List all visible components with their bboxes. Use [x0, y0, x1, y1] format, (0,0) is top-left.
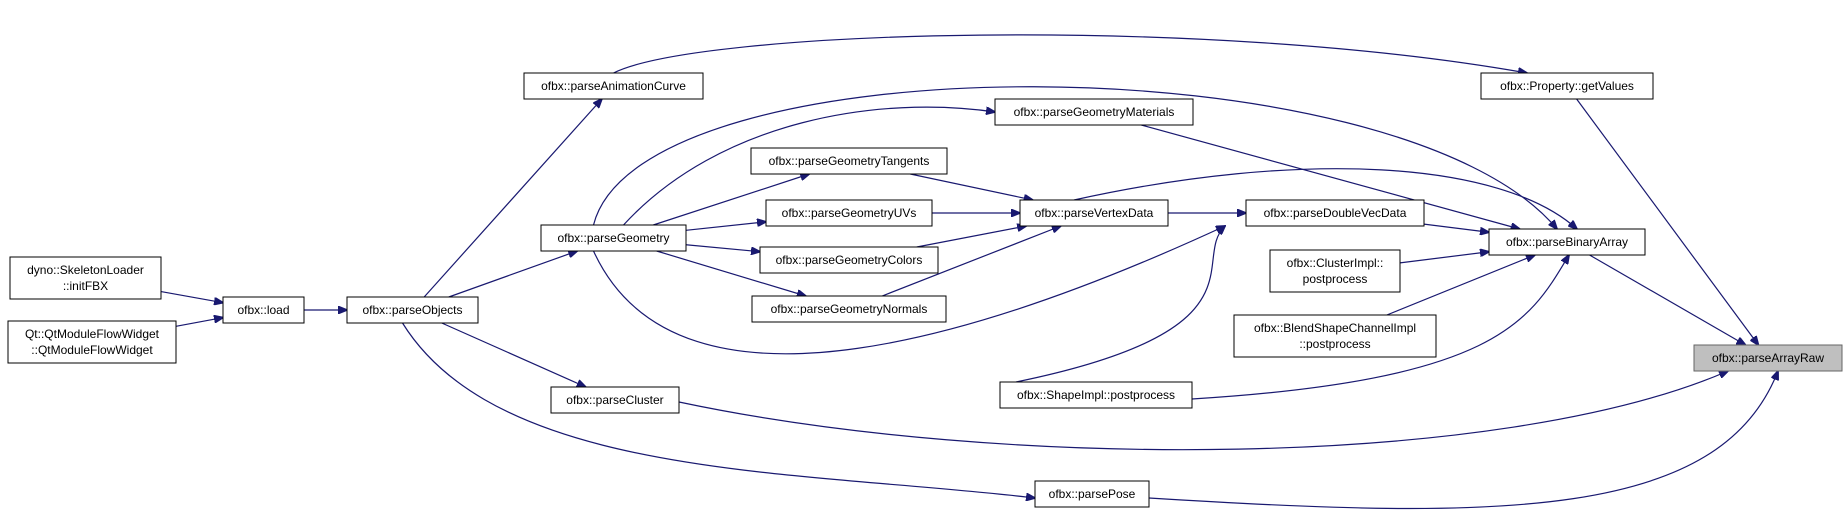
node-load[interactable]: ofbx::load [222, 296, 305, 324]
node-label: dyno::SkeletonLoader [27, 263, 144, 277]
node-box [1269, 249, 1401, 293]
edge-parse-objects-to-parse-pose [401, 322, 1036, 498]
node-parse-geometry-uvs[interactable]: ofbx::parseGeometryUVs [765, 199, 933, 227]
node-box [222, 296, 305, 324]
node-box [7, 320, 177, 364]
node-label: ofbx::BlendShapeChannelImpl [1254, 321, 1416, 335]
node-label: ofbx::Property::getValues [1500, 79, 1634, 93]
node-parse-array-raw[interactable]: ofbx::parseArrayRaw [1693, 344, 1843, 372]
node-box [1245, 199, 1425, 227]
node-label: Qt::QtModuleFlowWidget [25, 327, 160, 341]
node-label: ofbx::parseObjects [362, 303, 462, 317]
edge-parse-binary-array-to-parse-array-raw [1589, 254, 1746, 345]
node-parse-binary-array[interactable]: ofbx::parseBinaryArray [1488, 228, 1646, 256]
edge-parse-objects-to-parse-cluster [441, 322, 586, 387]
node-parse-double-vec-data[interactable]: ofbx::parseDoubleVecData [1245, 199, 1425, 227]
edge-parse-geometry-normals-to-parse-vertex-data [881, 226, 1061, 297]
node-parse-geometry-tangents[interactable]: ofbx::parseGeometryTangents [750, 147, 948, 175]
node-label: ofbx::ShapeImpl::postprocess [1017, 388, 1175, 402]
node-box [751, 295, 947, 323]
node-label: ofbx::parsePose [1049, 487, 1136, 501]
node-label: ofbx::parseGeometryMaterials [1014, 105, 1175, 119]
node-box [540, 224, 687, 252]
edge-parse-pose-to-parse-array-raw [1148, 371, 1778, 510]
node-label: ::postprocess [1299, 337, 1370, 351]
node-box [994, 98, 1194, 126]
node-box [750, 147, 948, 175]
edge-parse-vertex-data-to-parse-binary-array [1073, 168, 1577, 229]
node-box [1488, 228, 1646, 256]
node-parse-cluster[interactable]: ofbx::parseCluster [550, 386, 680, 414]
node-box [1019, 199, 1169, 227]
edge-parse-cluster-to-parse-array-raw [678, 371, 1728, 451]
node-box [523, 72, 704, 100]
node-parse-geometry[interactable]: ofbx::parseGeometry [540, 224, 687, 252]
edge-parse-double-vec-data-to-parse-binary-array [1423, 223, 1489, 232]
node-box [9, 256, 162, 300]
node-label: ofbx::parseGeometryColors [776, 253, 923, 267]
node-skeleton-loader[interactable]: dyno::SkeletonLoader::initFBX [9, 256, 162, 300]
node-cluster-post[interactable]: ofbx::ClusterImpl::postprocess [1269, 249, 1401, 293]
edge-parse-geometry-tangents-to-parse-vertex-data [910, 173, 1033, 200]
edge-qt-module-to-load [175, 318, 223, 327]
edge-parse-geometry-to-parse-geometry-colors [685, 244, 760, 252]
node-box [346, 296, 479, 324]
node-parse-animation-curve[interactable]: ofbx::parseAnimationCurve [523, 72, 704, 100]
node-parse-geometry-colors[interactable]: ofbx::parseGeometryColors [759, 246, 939, 274]
edge-parse-geometry-to-parse-geometry-materials [623, 106, 996, 226]
edge-parse-geometry-to-parse-geometry-normals [656, 250, 806, 296]
node-parse-objects[interactable]: ofbx::parseObjects [346, 296, 479, 324]
node-label: ::QtModuleFlowWidget [31, 343, 153, 357]
edge-parse-geometry-to-parse-double-vec-data [592, 226, 1226, 355]
edge-cluster-post-to-parse-binary-array [1399, 252, 1489, 264]
node-parse-geometry-normals[interactable]: ofbx::parseGeometryNormals [751, 295, 947, 323]
node-get-values[interactable]: ofbx::Property::getValues [1480, 72, 1654, 100]
node-label: ofbx::parseGeometryUVs [782, 206, 917, 220]
node-parse-pose[interactable]: ofbx::parsePose [1034, 480, 1150, 508]
node-box [999, 381, 1193, 409]
node-box [550, 386, 680, 414]
edge-parse-geometry-to-parse-geometry-uvs [685, 222, 766, 231]
edge-parse-geometry-to-parse-binary-array [592, 86, 1558, 229]
edge-parse-objects-to-parse-geometry [448, 251, 577, 298]
node-label: ofbx::parseAnimationCurve [541, 79, 686, 93]
node-label: ofbx::parseVertexData [1035, 206, 1154, 220]
node-box [1480, 72, 1654, 100]
edge-blend-post-to-parse-binary-array [1386, 255, 1535, 316]
node-label: ofbx::parseBinaryArray [1506, 235, 1628, 249]
node-box [759, 246, 939, 274]
node-box [1034, 480, 1150, 508]
node-label: ofbx::parseArrayRaw [1712, 351, 1824, 365]
node-shape-post[interactable]: ofbx::ShapeImpl::postprocess [999, 381, 1193, 409]
node-parse-vertex-data[interactable]: ofbx::parseVertexData [1019, 199, 1169, 227]
node-box [1233, 314, 1437, 358]
edge-parse-geometry-materials-to-parse-binary-array [1141, 124, 1519, 229]
edge-parse-animation-curve-to-get-values [613, 34, 1528, 73]
node-label: ofbx::parseGeometryTangents [769, 154, 930, 168]
edge-parse-objects-to-parse-animation-curve [423, 99, 602, 298]
edge-get-values-to-parse-array-raw [1576, 98, 1759, 345]
edge-parse-geometry-colors-to-parse-vertex-data [916, 226, 1026, 248]
node-label: ofbx::parseCluster [566, 393, 663, 407]
node-label: ofbx::parseGeometryNormals [771, 302, 928, 316]
node-label: ::initFBX [63, 279, 108, 293]
node-box [1693, 344, 1843, 372]
node-blend-post[interactable]: ofbx::BlendShapeChannelImpl::postprocess [1233, 314, 1437, 358]
edge-shape-post-to-parse-binary-array [1191, 255, 1569, 400]
node-label: ofbx::parseDoubleVecData [1264, 206, 1407, 220]
edge-skeleton-loader-to-load [160, 290, 223, 303]
node-label: ofbx::parseGeometry [557, 231, 669, 245]
nodes-layer: ofbx::parseArrayRaw ofbx::Property::getVa… [7, 72, 1843, 508]
node-parse-geometry-materials[interactable]: ofbx::parseGeometryMaterials [994, 98, 1194, 126]
edge-parse-geometry-to-parse-geometry-tangents [653, 174, 809, 226]
edges-layer [160, 34, 1778, 510]
node-box [765, 199, 933, 227]
node-label: postprocess [1303, 272, 1368, 286]
edge-shape-post-to-parse-double-vec-data [1015, 226, 1225, 383]
node-qt-module[interactable]: Qt::QtModuleFlowWidget::QtModuleFlowWidg… [7, 320, 177, 364]
node-label: ofbx::load [237, 303, 289, 317]
node-label: ofbx::ClusterImpl:: [1287, 256, 1384, 270]
